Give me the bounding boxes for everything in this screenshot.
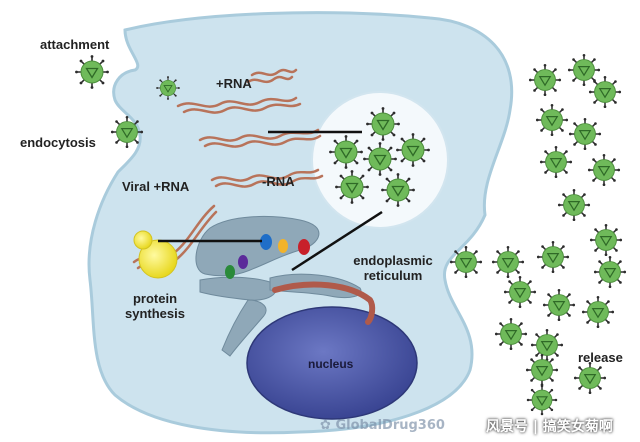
minus-rna-label: -RNA: [262, 174, 295, 189]
virus-particle-icon: [110, 115, 144, 149]
endoplasmic-reticulum: [195, 215, 362, 357]
endocytosis-label: endocytosis: [20, 135, 96, 150]
virus-particle-icon: [587, 153, 621, 187]
viral-plus-rna-label: Viral +RNA: [122, 179, 190, 194]
release-label: release: [578, 350, 623, 365]
virus-particle-icon: [494, 317, 528, 351]
virus-particle-icon: [503, 275, 537, 309]
er-label: endoplasmic reticulum: [348, 253, 438, 284]
attachment-label: attachment: [40, 37, 110, 52]
virus-particle-icon: [593, 255, 627, 289]
protein-beads: [225, 234, 310, 279]
protein-synthesis-label: protein synthesis: [120, 291, 190, 322]
virus-particle-icon: [573, 361, 607, 395]
er-strand: [272, 281, 376, 325]
virus-particle-icon: [539, 145, 573, 179]
protein-synthesis-line1: protein: [132, 291, 178, 306]
virus-particle-icon: [449, 245, 483, 279]
connector-lines: [158, 130, 383, 272]
plus-rna-label: +RNA: [216, 76, 252, 91]
virus-particle-icon: [491, 245, 525, 279]
virus-particle-icon: [74, 54, 110, 90]
virus-particle-icon: [542, 288, 576, 322]
brand-logo-icon: ✿: [320, 418, 331, 433]
virus-particle-icon: [528, 63, 562, 97]
virus-particle-icon: [155, 75, 181, 101]
virus-particle-icon: [334, 169, 370, 205]
virus-particle-icon: [525, 353, 559, 387]
virus-particle-icon: [365, 106, 401, 142]
protein-synthesis-line2: synthesis: [125, 305, 185, 321]
virus-particle-icon: [328, 134, 364, 170]
er-label-line2: reticulum: [363, 267, 423, 283]
virus-particle-icon: [581, 295, 615, 329]
virus-particle-icon: [588, 75, 622, 109]
virus-particle-icon: [536, 240, 570, 274]
virus-particle-icon: [568, 117, 602, 151]
brand-text: GlobalDrug360: [335, 418, 445, 433]
nucleus: [246, 306, 418, 420]
virus-particle-icon: [395, 132, 431, 168]
virus-particle-icon: [557, 188, 591, 222]
source-watermark: 风景号 | 搞笑女菊啊: [486, 419, 613, 435]
er-label-line1: endoplasmic: [353, 253, 433, 268]
virus-particle-icon: [362, 141, 398, 177]
virus-particle-icon: [526, 384, 558, 416]
virus-particle-icon: [589, 223, 623, 257]
nucleus-label: nucleus: [308, 357, 354, 371]
brand-watermark: ✿ GlobalDrug360: [320, 418, 445, 433]
virus-particle-icon: [530, 328, 564, 362]
virus-particle-icon: [535, 103, 569, 137]
virus-particle-icon: [380, 172, 416, 208]
ribosome-icon: [133, 230, 178, 279]
